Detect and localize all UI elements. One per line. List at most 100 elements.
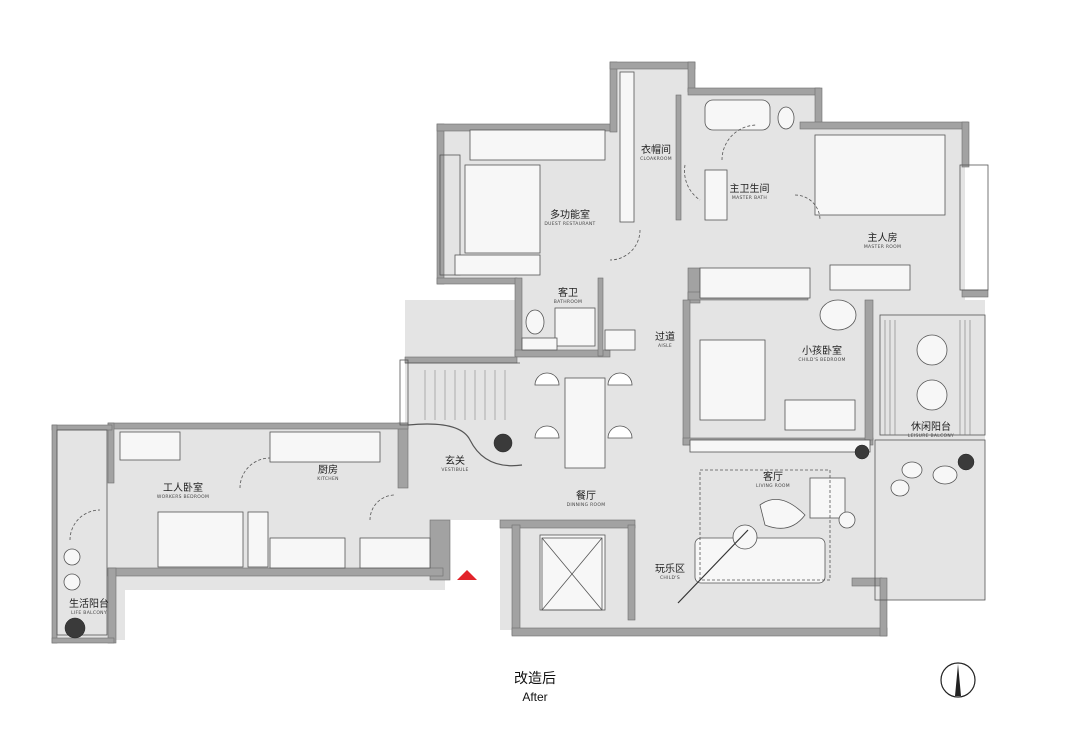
plant-life-balcony [64, 617, 86, 639]
room-name-cn: 小孩卧室 [802, 346, 842, 357]
label-leisure-balcony: 休闲阳台 LEISURE BALCONY [898, 423, 964, 440]
coffee-table [759, 498, 806, 529]
room-name-cn: 玩乐区 [655, 564, 685, 575]
toilet-guest [525, 309, 545, 335]
toilet-master [777, 106, 795, 130]
caption-cn: 改造后 [514, 671, 556, 687]
balcony-deck [884, 320, 971, 435]
room-name-cn: 工人卧室 [163, 483, 203, 494]
life-balcony-stool-2 [63, 573, 81, 591]
vanity-master [704, 169, 728, 221]
bench-multi-room [454, 254, 541, 276]
room-name-en: MASTER ROOM [863, 245, 902, 250]
balcony-stone-2 [932, 465, 958, 485]
master-desk [829, 264, 911, 291]
room-name-cn: 生活阳台 [69, 599, 109, 610]
room-name-en: CLOAKROOM [640, 157, 672, 162]
child-desk [784, 399, 856, 431]
room-name-en: VESTIBULE [441, 468, 469, 473]
dining-table [564, 377, 606, 469]
living-armchair [809, 477, 846, 519]
vestibule-deck [424, 370, 506, 420]
bunk-bed [699, 339, 766, 421]
room-name-en: LIVING ROOM [756, 484, 790, 489]
room-name-en: WORKERS BEDROOM [156, 495, 210, 500]
room-name-cn: 餐厅 [576, 491, 596, 502]
furniture [63, 71, 958, 611]
laundry [119, 431, 181, 461]
master-bed [814, 134, 946, 216]
label-master-room: 主人房 MASTER ROOM [855, 234, 910, 251]
room-name-cn: 主人房 [867, 233, 898, 244]
room-name-en: DUEST RESTAURANT [544, 222, 596, 227]
label-master-bath: 主卫生间 MASTER BATH [722, 185, 777, 202]
kitchen-counter-top [269, 431, 381, 463]
walls [51, 61, 989, 644]
child-chair-round [819, 299, 857, 331]
label-workers-bedroom: 工人卧室 WORKERS BEDROOM [152, 484, 214, 501]
label-dinning-room: 餐厅 DINNING ROOM [558, 492, 614, 509]
aisle-cabinet [604, 329, 636, 351]
room-name-cn: 玄关 [445, 456, 465, 467]
room-name-cn: 厨房 [318, 465, 338, 476]
play-table [732, 524, 758, 550]
room-name-en: DINNING ROOM [566, 503, 606, 508]
room-name-en: MASTER BATH [731, 196, 768, 201]
entrance-marker-icon [457, 570, 477, 580]
door-swings [69, 124, 821, 541]
room-name-cn: 客卫 [558, 288, 578, 299]
master-wardrobe [699, 267, 811, 299]
kitchen-counter-bottom [269, 537, 346, 569]
dining-chairs [534, 372, 633, 439]
sofa-multi-room [464, 164, 541, 254]
cloakroom-closet [619, 71, 635, 223]
rug [699, 469, 831, 581]
label-vestibule: 玄关 VESTIBULE [435, 457, 475, 474]
guest-sink [521, 337, 558, 351]
plants [64, 433, 975, 639]
label-life-balcony: 生活阳台 LIFE BALCONY [64, 600, 114, 617]
kitchen-cabinet-right [359, 537, 431, 569]
balcony-chair-2 [916, 379, 948, 411]
label-living-room: 客厅 LIVING ROOM [750, 473, 796, 490]
label-multi-restaurant: 多功能室 DUEST RESTAURANT [540, 211, 600, 228]
room-name-en: AISLE [657, 344, 673, 349]
room-name-en: BATHROOM [553, 300, 583, 305]
balcony-stone-3 [890, 479, 910, 497]
life-balcony-stool-1 [63, 548, 81, 566]
elevator-shaft [541, 537, 603, 611]
worker-bed [157, 511, 244, 568]
label-bathroom: 客卫 BATHROOM [548, 289, 588, 306]
label-aisle: 过道 AISLE [650, 333, 680, 350]
living-sofa [694, 537, 826, 584]
plant-balcony [957, 453, 975, 471]
balcony-stone-1 [901, 461, 923, 479]
worker-cabinet [247, 511, 269, 568]
play-area-line [677, 529, 749, 604]
label-childs-bedroom: 小孩卧室 CHILD'S BEDROOM [792, 347, 852, 364]
bathtub [704, 99, 771, 131]
side-table [838, 511, 856, 529]
north-arrow-icon [940, 662, 976, 698]
plant-living [854, 444, 870, 460]
shower-guest [554, 307, 596, 347]
room-name-cn: 主卫生间 [729, 184, 770, 195]
room-name-en: KITCHEN [317, 477, 339, 482]
label-play-area: 玩乐区 CHILD'S [650, 565, 690, 582]
room-name-en: CHILD'S [659, 576, 681, 581]
room-name-en: LIFE BALCONY [71, 611, 107, 616]
room-name-cn: 衣帽间 [641, 145, 671, 156]
plant-vestibule [493, 433, 513, 453]
vestibule-curve-wall [407, 423, 523, 467]
label-kitchen: 厨房 KITCHEN [308, 466, 348, 483]
child-wardrobe [689, 439, 871, 453]
room-name-cn: 休闲阳台 [911, 422, 951, 433]
room-name-en: CHILD'S BEDROOM [798, 358, 846, 363]
room-name-en: LEISURE BALCONY [907, 434, 955, 439]
caption-en: After [522, 690, 548, 704]
balcony-chair-1 [916, 334, 948, 366]
room-name-cn: 客厅 [763, 472, 783, 483]
plan-caption: 改造后 After [490, 668, 580, 704]
wardrobe-multi-room [469, 129, 606, 161]
